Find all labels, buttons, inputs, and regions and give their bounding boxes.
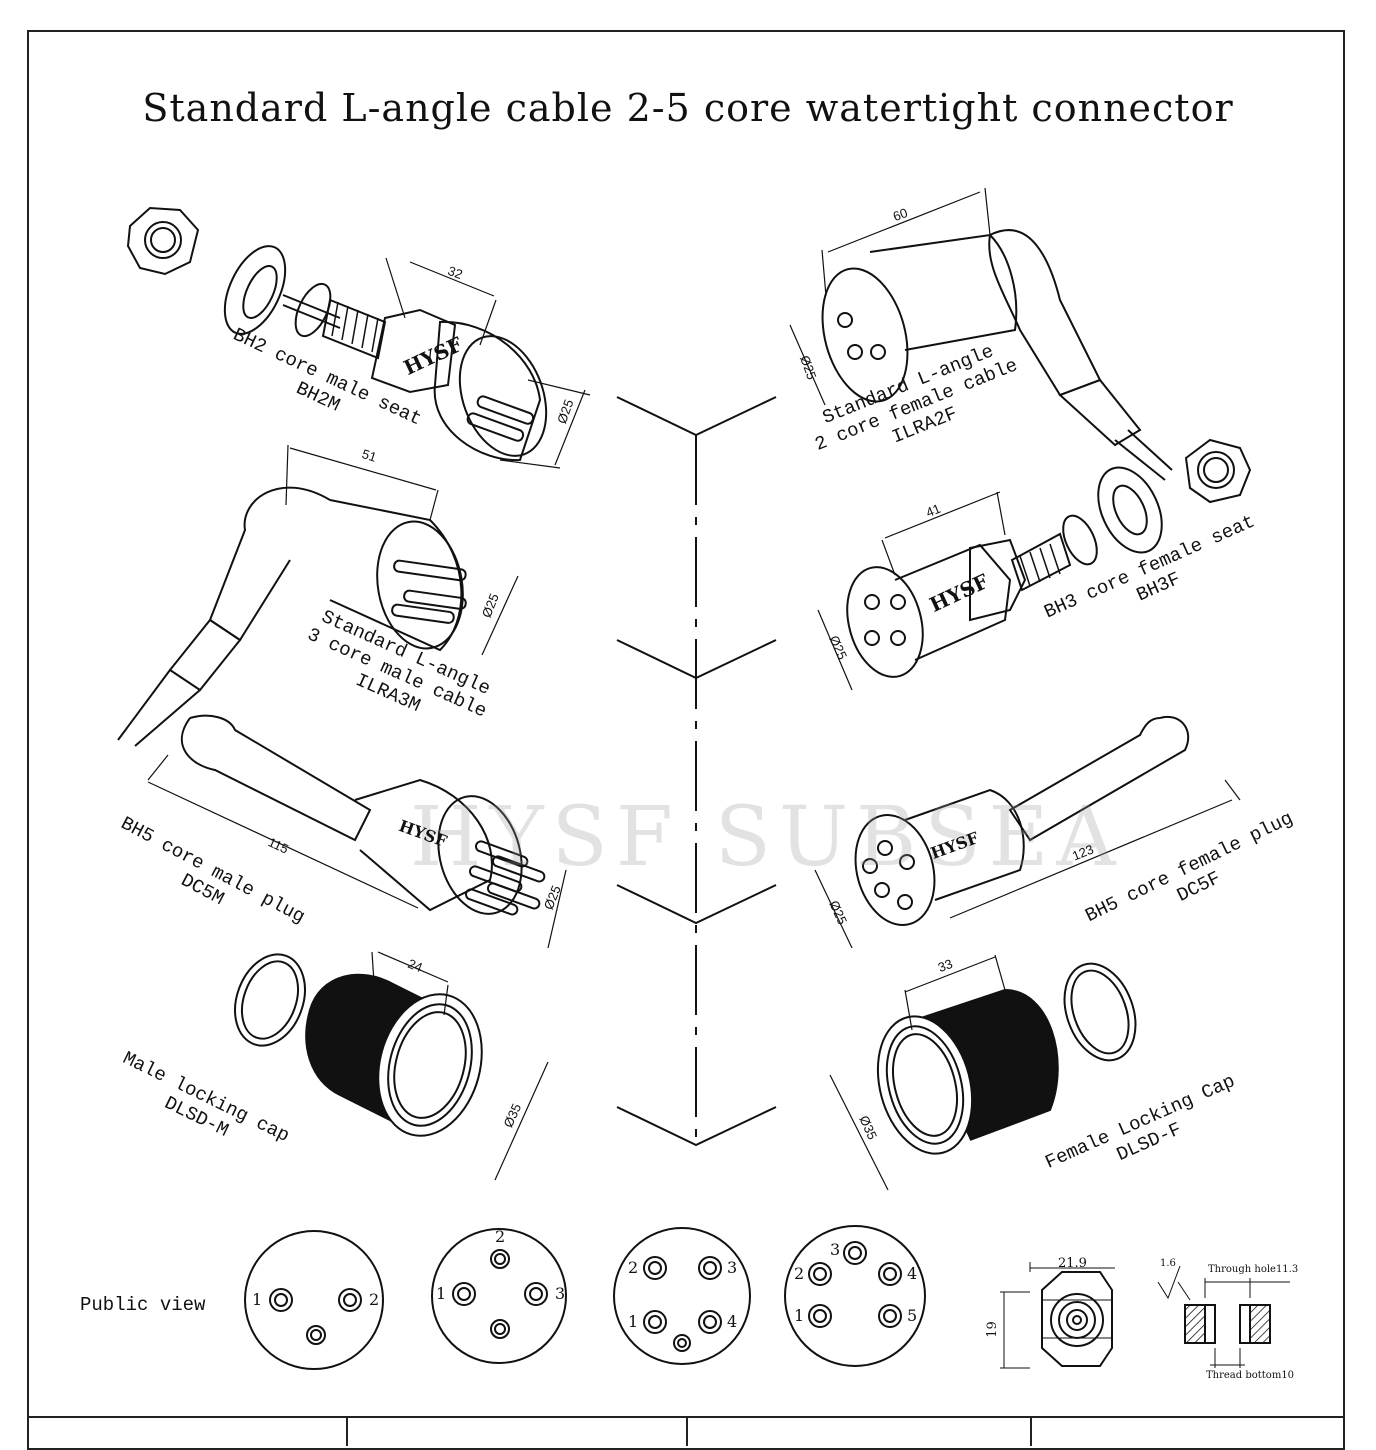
through-hole-label: Through hole11.3: [1208, 1264, 1299, 1275]
hex-nut: [126, 206, 200, 276]
dlsdm-drawing: [234, 951, 549, 1181]
pin-5core-1: 1: [794, 1306, 805, 1325]
public-view-faces: [244, 1225, 926, 1370]
pin-4core-2: 2: [628, 1258, 639, 1277]
public-view-label: Public view: [80, 1294, 206, 1316]
title-block-divider: [686, 1416, 688, 1446]
dc5m-drawing: [147, 714, 567, 949]
pin-4core-4: 4: [727, 1312, 738, 1331]
pin-5core-3: 3: [830, 1240, 841, 1259]
nut-width-label: 21.9: [1058, 1256, 1087, 1271]
center-divider: [616, 396, 777, 1147]
pin-2core-2: 2: [369, 1290, 380, 1309]
face-2-core: [244, 1230, 384, 1370]
bh3f-drawing: [817, 466, 1163, 691]
thread-bottom-label: Thread bottom10: [1206, 1370, 1295, 1381]
pin-4core-1: 1: [628, 1312, 639, 1331]
ilra2f-drawing: [789, 187, 1252, 504]
pin-3core-3: 3: [555, 1284, 566, 1303]
pin-3core-2: 2: [495, 1227, 506, 1246]
threaded-stud: [321, 298, 387, 360]
face-3-core: [431, 1228, 567, 1364]
face-5-core: [784, 1225, 926, 1367]
o-ring: [294, 282, 332, 338]
face-4-core: [613, 1227, 751, 1365]
bh2m-drawing: [126, 206, 591, 469]
dlsdf-drawing: [829, 954, 1137, 1191]
dc5f-drawing: [814, 715, 1241, 949]
watermark: HYSF SUBSEA: [410, 790, 1124, 885]
washer: [223, 245, 287, 335]
pin-2core-1: 1: [252, 1290, 263, 1309]
pin-4core-3: 3: [727, 1258, 738, 1277]
pin-5core-5: 5: [907, 1306, 918, 1325]
drawing-title: Standard L-angle cable 2-5 core watertig…: [142, 86, 1234, 130]
pin-5core-2: 2: [794, 1264, 805, 1283]
title-block-divider: [1030, 1416, 1032, 1446]
hex-body: [370, 308, 457, 394]
pin-3core-1: 1: [436, 1284, 447, 1303]
title-block-divider: [346, 1416, 348, 1446]
hex-nut-right: [1184, 438, 1252, 504]
surface-finish-label: 1.6: [1160, 1258, 1176, 1269]
pin-5core-4: 4: [907, 1264, 918, 1283]
nut-height-label: 19: [984, 1321, 1000, 1338]
hole-detail: [1157, 1265, 1290, 1368]
ilra3m-drawing: [117, 444, 519, 747]
nut-detail: [1000, 1262, 1115, 1369]
